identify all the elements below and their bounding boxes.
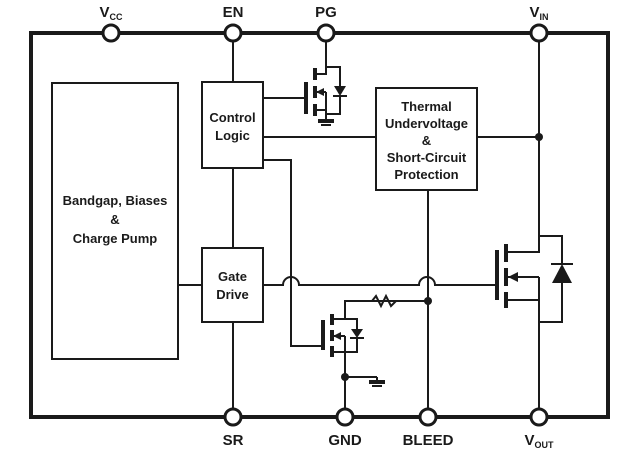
pin-vcc-label: VCC xyxy=(99,4,123,22)
pin-pg[interactable] xyxy=(316,23,336,43)
pin-vout-sub: OUT xyxy=(535,440,555,450)
thermal-line-5: Protection xyxy=(394,167,458,182)
junction-vin xyxy=(535,133,543,141)
pin-pg-label: PG xyxy=(315,4,337,21)
pin-vout-label: VOUT xyxy=(524,432,554,450)
control-logic-block xyxy=(201,81,264,169)
control-logic-line-1: Control xyxy=(209,110,255,125)
gate-drive-line-2: Drive xyxy=(216,287,249,302)
control-logic-line-2: Logic xyxy=(215,128,250,143)
pin-en-label: EN xyxy=(223,4,244,21)
pin-bleed[interactable] xyxy=(418,407,438,427)
pin-sr-label: SR xyxy=(223,432,244,449)
pin-vin[interactable] xyxy=(529,23,549,43)
pin-vin-sub: IN xyxy=(540,12,549,22)
bleed-mosfet-icon xyxy=(321,300,428,377)
pg-pulldown-mosfet-icon xyxy=(304,66,347,126)
power-mosfet-icon xyxy=(495,235,573,323)
thermal-line-4: Short-Circuit xyxy=(387,150,467,165)
pin-sr[interactable] xyxy=(223,407,243,427)
thermal-line-2: Undervoltage xyxy=(385,116,468,131)
gate-drive-block xyxy=(201,247,264,323)
thermal-line-3: & xyxy=(422,133,431,148)
pin-vcc-sub: CC xyxy=(110,12,123,22)
junction-gnd xyxy=(341,373,349,381)
bandgap-line-1: Bandgap, Biases xyxy=(63,193,168,208)
bleed-gate-wire xyxy=(263,159,322,347)
pin-en[interactable] xyxy=(223,23,243,43)
thermal-line-1: Thermal xyxy=(401,99,452,114)
thermal-protection-block xyxy=(375,87,478,191)
pin-vcc-base: V xyxy=(99,4,109,21)
bleed-resistor-icon xyxy=(371,293,397,309)
pin-vin-label: VIN xyxy=(529,4,548,22)
pin-bleed-label: BLEED xyxy=(403,432,454,449)
ground-icon xyxy=(345,376,385,387)
bandgap-line-3: Charge Pump xyxy=(73,231,158,246)
pin-vin-base: V xyxy=(529,4,539,21)
pin-vcc[interactable] xyxy=(101,23,121,43)
pin-vout-base: V xyxy=(524,432,534,449)
gate-drive-output-wire xyxy=(263,276,496,286)
bandgap-line-2: & xyxy=(110,212,119,227)
bandgap-block xyxy=(51,82,179,360)
junction-bleed xyxy=(424,297,432,305)
pin-gnd-label: GND xyxy=(328,432,362,449)
pin-gnd[interactable] xyxy=(335,407,355,427)
pin-vout[interactable] xyxy=(529,407,549,427)
gate-drive-line-1: Gate xyxy=(218,269,247,284)
